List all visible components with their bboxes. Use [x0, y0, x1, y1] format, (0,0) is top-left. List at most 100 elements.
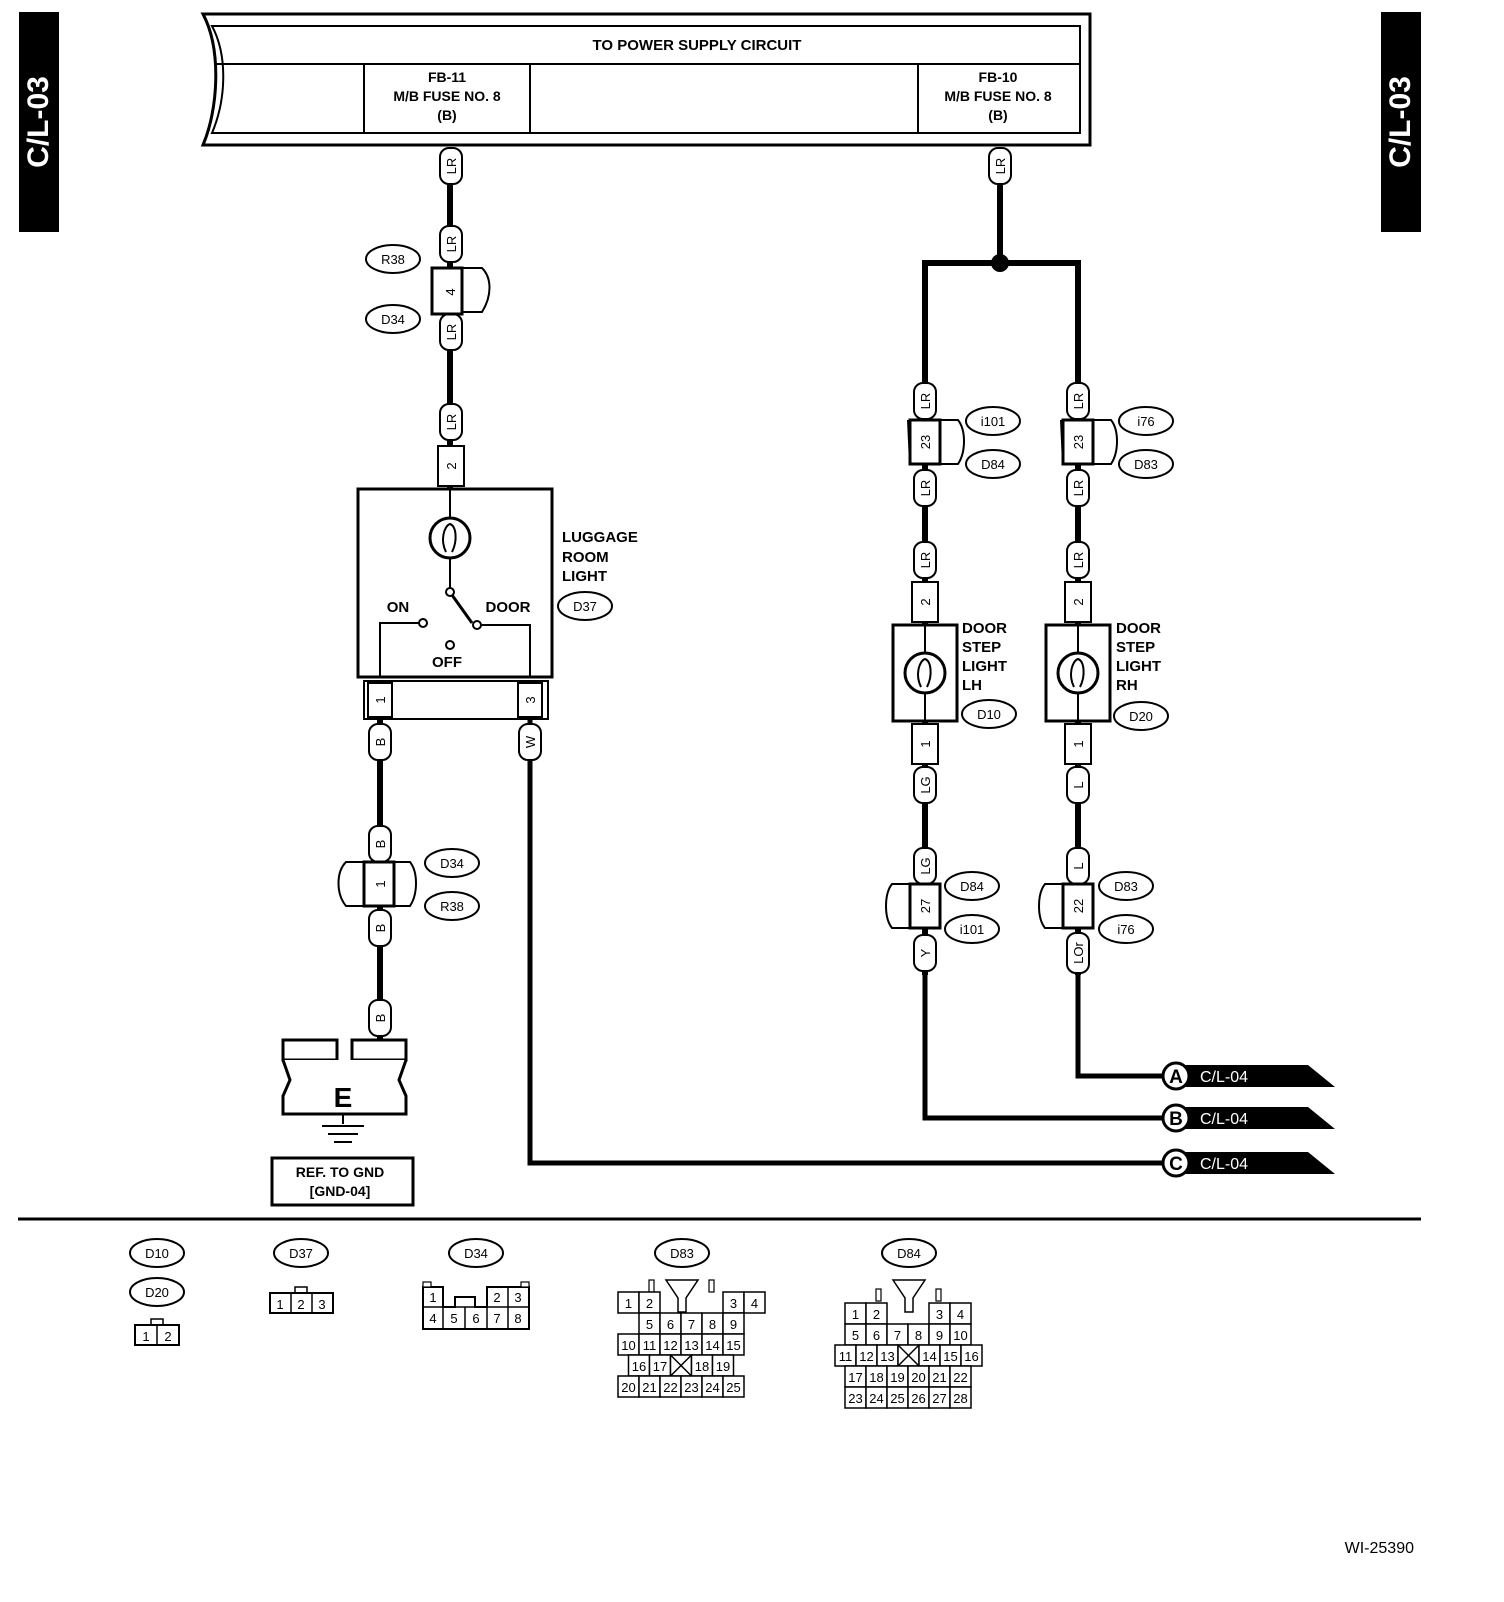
svg-text:D20: D20 [145, 1285, 169, 1300]
switch-door-label: DOOR [486, 599, 531, 616]
connector-tag-d37: D37 [573, 599, 597, 614]
connector-tag-d34-bottom: D34 [424, 848, 480, 878]
svg-text:DOOR: DOOR [962, 620, 1007, 637]
svg-text:D83: D83 [670, 1246, 694, 1261]
connector-tag-r38-bottom: R38 [424, 891, 480, 921]
svg-text:2: 2 [444, 462, 459, 469]
svg-text:1: 1 [373, 880, 388, 887]
ground-letter: E [334, 1082, 353, 1113]
connector-pin: 19 [716, 1359, 730, 1374]
luggage-light-label-3: LIGHT [562, 568, 607, 585]
svg-text:LIGHT: LIGHT [962, 658, 1007, 675]
fuse-left-line1: FB-11 [428, 69, 466, 85]
wire-label-rh-l-2: L [1066, 847, 1090, 885]
connector-pin: 7 [688, 1317, 695, 1332]
door-step-light-lh: 2 1 DOOR STEP LIGHT LH D10 [891, 581, 1017, 765]
luggage-light-label-2: ROOM [562, 549, 609, 566]
wire-label-rh-lr-3: LR [1066, 541, 1090, 579]
connector-pin: 15 [726, 1338, 740, 1353]
connector-pin: 13 [880, 1349, 894, 1364]
ground-ref-line1: REF. TO GND [296, 1164, 384, 1180]
svg-text:LIGHT: LIGHT [1116, 658, 1161, 675]
ground-symbol: E REF. TO GND [GND-04] [270, 1038, 415, 1207]
connector-view-d37: D37 1 2 3 [269, 1238, 334, 1314]
connector-pin: 21 [932, 1370, 946, 1385]
connector-view-d10-d20: D10 D20 1 2 [129, 1238, 185, 1346]
connector-pin: 14 [922, 1349, 936, 1364]
connector-pin: 3 [936, 1307, 943, 1322]
wire-label-lh-lg-1: LG [913, 766, 937, 804]
connector-tag-i76-upper: i76 [1118, 406, 1174, 436]
connector-pin: 1 [625, 1296, 632, 1311]
inline-connector-lh-upper: 23 [907, 418, 965, 466]
svg-text:LR: LR [918, 480, 933, 497]
connector-pin: 17 [848, 1370, 862, 1385]
wire-label-rh-lor: LOr [1066, 932, 1090, 974]
wire-label-w: W [518, 723, 542, 761]
splice-point [991, 254, 1009, 272]
connector-pin: 10 [621, 1338, 635, 1353]
svg-text:LR: LR [1071, 393, 1086, 410]
wire-label-lh-y: Y [913, 934, 937, 972]
connector-pin: 8 [709, 1317, 716, 1332]
connector-pin: 4 [957, 1307, 964, 1322]
svg-text:7: 7 [493, 1311, 500, 1326]
svg-text:W: W [523, 735, 538, 748]
svg-text:B: B [373, 924, 388, 933]
connector-pin: 16 [964, 1349, 978, 1364]
connector-pin: 10 [953, 1328, 967, 1343]
svg-text:22: 22 [1071, 899, 1086, 913]
svg-text:5: 5 [450, 1311, 457, 1326]
connector-tag-i101-lower: i101 [944, 914, 1000, 944]
connector-pin: 4 [751, 1296, 758, 1311]
connector-pin: 7 [894, 1328, 901, 1343]
connector-pin: 23 [684, 1380, 698, 1395]
connector-pin: 2 [646, 1296, 653, 1311]
connector-tag-d83-upper: D83 [1118, 449, 1174, 479]
wire-label-lh-lg-2: LG [913, 847, 937, 885]
svg-text:LR: LR [444, 236, 459, 253]
power-box-title: TO POWER SUPPLY CIRCUIT [593, 37, 802, 54]
switch-arm [450, 594, 474, 624]
svg-text:B: B [373, 840, 388, 849]
power-supply-box: TO POWER SUPPLY CIRCUIT FB-11 M/B FUSE N… [200, 12, 1092, 147]
svg-text:D34: D34 [381, 312, 405, 327]
wire-label-rh-lr-1: LR [1066, 382, 1090, 420]
svg-text:i76: i76 [1137, 414, 1154, 429]
connector-pin: 5 [852, 1328, 859, 1343]
wire-label-lr-3: LR [439, 313, 463, 351]
svg-text:1: 1 [276, 1297, 283, 1312]
svg-text:LR: LR [1071, 552, 1086, 569]
connector-tag-i76-lower: i76 [1098, 914, 1154, 944]
connector-tag-d83-lower: D83 [1098, 871, 1154, 901]
fuse-left-line3: (B) [437, 107, 456, 123]
svg-text:DOOR: DOOR [1116, 620, 1161, 637]
svg-text:2: 2 [297, 1297, 304, 1312]
output-a: A C/L-04 [1161, 1061, 1335, 1091]
svg-text:i101: i101 [981, 414, 1006, 429]
connector-pin: 5 [646, 1317, 653, 1332]
svg-text:LR: LR [918, 552, 933, 569]
svg-text:LR: LR [444, 158, 459, 175]
connector-pin: 22 [663, 1380, 677, 1395]
connector-pin: 14 [705, 1338, 719, 1353]
svg-text:3: 3 [514, 1290, 521, 1305]
connector-view-d34: D34 1 2 3 4 5 6 7 8 [422, 1238, 530, 1330]
svg-text:4: 4 [443, 288, 458, 295]
wire-label-rh-l-1: L [1066, 766, 1090, 804]
wire-label-rh-lr-2: LR [1066, 469, 1090, 507]
svg-text:STEP: STEP [1116, 639, 1155, 656]
svg-text:2: 2 [918, 598, 933, 605]
connector-pin: 12 [859, 1349, 873, 1364]
svg-text:C/L-04: C/L-04 [1200, 1111, 1248, 1128]
svg-text:23: 23 [918, 435, 933, 449]
svg-text:RH: RH [1116, 677, 1138, 694]
svg-text:1: 1 [918, 740, 933, 747]
connector-pin: 15 [943, 1349, 957, 1364]
connector-pin: 12 [663, 1338, 677, 1353]
svg-text:LG: LG [918, 776, 933, 793]
svg-text:4: 4 [429, 1311, 436, 1326]
ground-ref-line2: [GND-04] [310, 1183, 371, 1199]
connector-pin: 3 [730, 1296, 737, 1311]
